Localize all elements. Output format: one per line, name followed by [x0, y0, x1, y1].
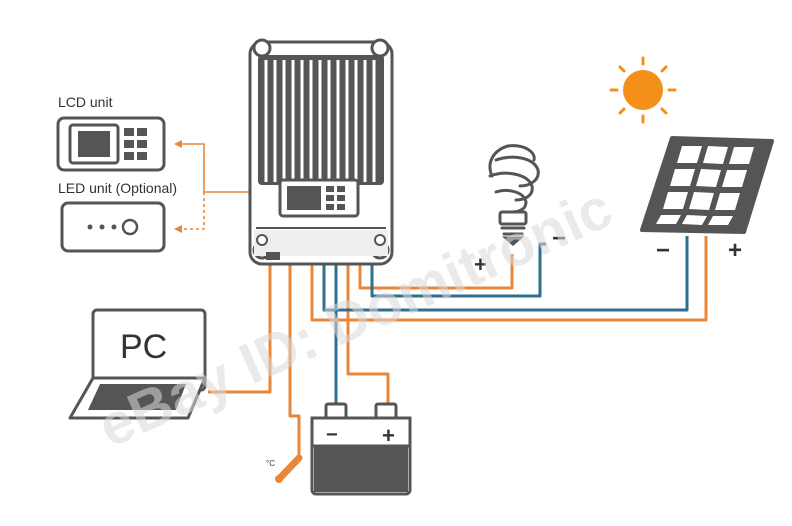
lcd-link-arrow [174, 140, 182, 148]
solar-positive-wire [310, 236, 708, 322]
lcd-unit-label: LCD unit [58, 94, 113, 110]
solar-negative-wire [322, 236, 689, 312]
wires [174, 140, 708, 460]
battery-plus-label: + [382, 423, 395, 448]
temperature-sensor-icon [275, 454, 303, 483]
load-negative-wire [370, 242, 546, 298]
battery-icon [310, 402, 412, 496]
charge-controller-icon [248, 38, 394, 266]
temp-unit-label: °C [266, 459, 275, 468]
led-unit-label: LED unit (Optional) [58, 180, 177, 196]
bulb-plus-label: + [474, 252, 487, 277]
pc-cable [208, 260, 272, 394]
light-bulb-icon [488, 144, 540, 246]
battery-minus-label: − [326, 424, 338, 446]
led-link-arrow [174, 225, 182, 233]
pc-label: PC [120, 328, 167, 366]
laptop-icon [68, 308, 207, 420]
panel-minus-label: − [656, 237, 670, 264]
lcd-link [180, 143, 256, 193]
solar-panel-icon [640, 136, 774, 234]
load-positive-wire [358, 254, 514, 290]
bulb-minus-label: − [552, 225, 566, 252]
panel-plus-label: + [728, 237, 742, 264]
sensor-cable [288, 258, 301, 460]
led-unit-icon [60, 201, 166, 253]
battery-positive-wire [346, 258, 390, 410]
sun-icon [609, 56, 677, 124]
led-link [180, 192, 205, 230]
lcd-unit-icon [56, 116, 166, 172]
